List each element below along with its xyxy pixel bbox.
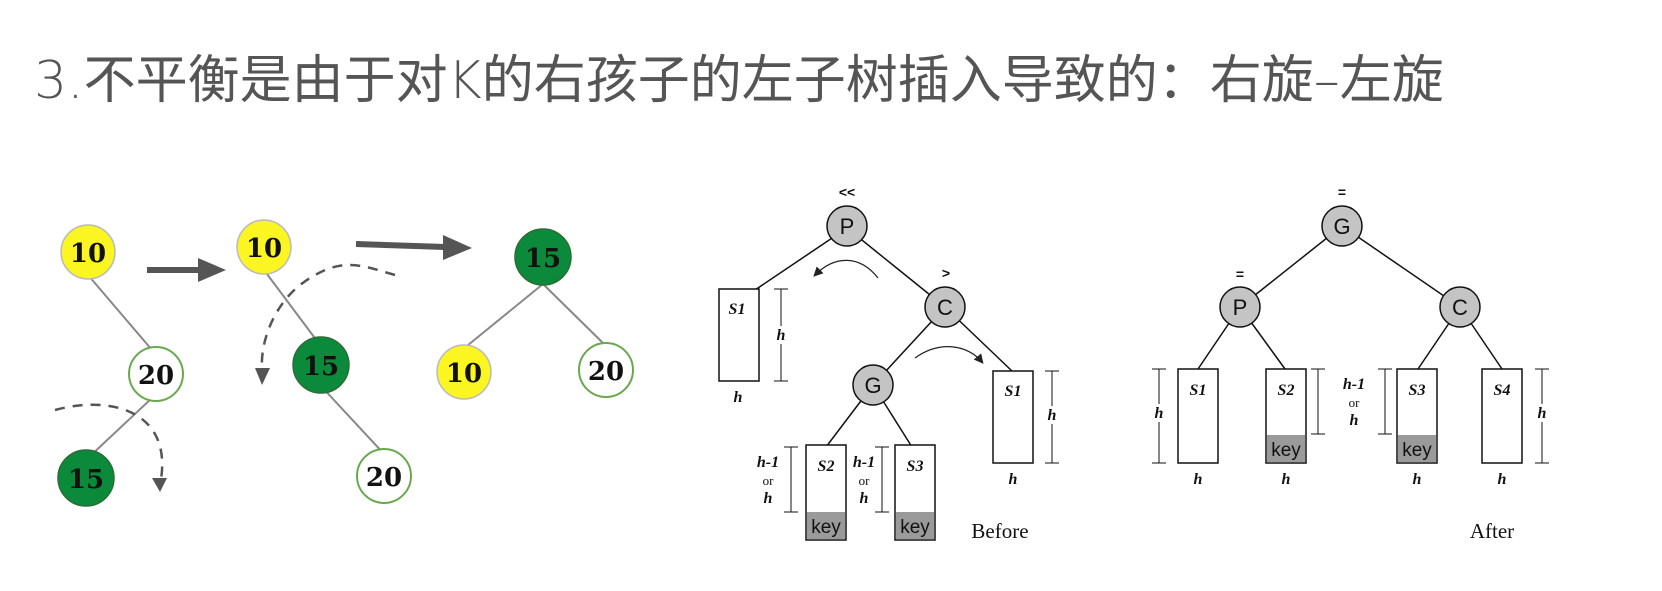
svg-text:20: 20 bbox=[366, 463, 402, 493]
node-p-after: P bbox=[1219, 286, 1261, 328]
balance-mark-g: = bbox=[1338, 184, 1346, 200]
rotate-arrow-dashed-1 bbox=[54, 403, 164, 486]
tree-node-step2-middle: 15 bbox=[292, 336, 350, 394]
node-c-before: C bbox=[924, 286, 966, 328]
svg-text:key: key bbox=[1271, 440, 1301, 461]
or-label: or bbox=[859, 473, 871, 488]
svg-text:S3: S3 bbox=[907, 458, 924, 475]
height-label: h-1 bbox=[853, 454, 875, 471]
height-label: h bbox=[1282, 471, 1291, 488]
transition-arrow-2 bbox=[355, 235, 472, 260]
svg-text:10: 10 bbox=[446, 359, 482, 389]
rotate-left-arrow bbox=[813, 259, 879, 279]
svg-text:P: P bbox=[1233, 295, 1248, 320]
svg-text:S2: S2 bbox=[1278, 382, 1295, 399]
node-g-after: G bbox=[1321, 205, 1363, 247]
svg-text:10: 10 bbox=[246, 234, 282, 264]
svg-text:key: key bbox=[900, 517, 930, 538]
arrowhead-1 bbox=[152, 478, 167, 492]
transition-arrow-1 bbox=[147, 258, 226, 282]
height-label: h bbox=[1048, 407, 1057, 424]
height-label: h-1 bbox=[757, 454, 779, 471]
svg-text:S1: S1 bbox=[1190, 382, 1207, 399]
height-label: h bbox=[1194, 471, 1203, 488]
tree-node-step1-top: 10 bbox=[60, 224, 116, 280]
height-label: h bbox=[734, 389, 743, 406]
node-p-before: P bbox=[826, 205, 868, 247]
height-label: h bbox=[1498, 471, 1507, 488]
subtree-s1-right: S1 bbox=[992, 370, 1034, 464]
svg-text:C: C bbox=[1452, 295, 1468, 320]
height-label: h bbox=[1413, 471, 1422, 488]
subtree-s3-after: S3 key bbox=[1396, 368, 1438, 464]
tree-node-step1-bottom: 15 bbox=[57, 449, 115, 507]
or-label: or bbox=[1349, 395, 1361, 410]
svg-text:P: P bbox=[840, 214, 855, 239]
height-label: h bbox=[860, 490, 869, 507]
after-caption: After bbox=[1470, 519, 1514, 543]
height-label: h bbox=[777, 327, 786, 344]
before-diagram: << > P C G S1 h h S1 bbox=[718, 184, 1061, 543]
svg-text:key: key bbox=[1402, 440, 1432, 461]
node-g-before: G bbox=[852, 364, 894, 406]
subtree-s2-after: S2 key bbox=[1265, 368, 1307, 464]
svg-text:15: 15 bbox=[525, 244, 561, 274]
svg-text:S1: S1 bbox=[1005, 383, 1022, 400]
height-label: h bbox=[1155, 405, 1164, 422]
height-label: h bbox=[764, 490, 773, 507]
or-label: or bbox=[763, 473, 775, 488]
rotate-right-arrow bbox=[914, 346, 984, 364]
svg-text:15: 15 bbox=[68, 465, 104, 495]
tree-node-step1-middle: 20 bbox=[128, 346, 184, 402]
svg-text:key: key bbox=[811, 517, 841, 538]
svg-text:G: G bbox=[1333, 214, 1350, 239]
rotate-arrow-dashed-2 bbox=[260, 263, 396, 371]
tree-node-step3-root: 15 bbox=[514, 228, 572, 286]
subtree-s2-before: S2 key bbox=[805, 444, 847, 541]
balance-mark-p: << bbox=[839, 184, 855, 200]
subtree-s1-left: S1 bbox=[718, 288, 760, 382]
svg-text:15: 15 bbox=[303, 352, 339, 382]
balance-mark-p: = bbox=[1236, 266, 1244, 282]
after-diagram: = = G P C S1 h h S2 key bbox=[1150, 184, 1551, 543]
svg-text:10: 10 bbox=[70, 239, 106, 269]
node-c-after: C bbox=[1439, 286, 1481, 328]
height-label: h bbox=[1538, 405, 1547, 422]
tree-node-step2-bottom: 20 bbox=[356, 448, 412, 504]
arrowhead-2 bbox=[255, 368, 270, 385]
before-caption: Before bbox=[971, 519, 1028, 543]
tree-node-step3-right: 20 bbox=[578, 342, 634, 398]
svg-text:C: C bbox=[937, 295, 953, 320]
svg-text:S4: S4 bbox=[1494, 382, 1511, 399]
svg-text:20: 20 bbox=[138, 361, 174, 391]
balance-mark-c: > bbox=[942, 265, 950, 281]
slide-title: 3.不平衡是由于对K的右孩子的左子树插入导致的：右旋–左旋 bbox=[34, 51, 1444, 111]
tree-node-step3-left: 10 bbox=[436, 344, 492, 400]
svg-text:S3: S3 bbox=[1409, 382, 1426, 399]
svg-text:20: 20 bbox=[588, 357, 624, 387]
svg-text:S2: S2 bbox=[818, 458, 835, 475]
height-label: h-1 bbox=[1343, 376, 1365, 393]
left-rotation-sequence: 10 20 15 10 15 20 bbox=[54, 219, 634, 507]
height-label: h bbox=[1350, 412, 1359, 429]
subtree-s4-after: S4 bbox=[1481, 368, 1523, 464]
svg-text:G: G bbox=[864, 373, 881, 398]
svg-text:S1: S1 bbox=[729, 301, 746, 318]
tree-node-step2-top: 10 bbox=[236, 219, 292, 275]
subtree-s1-after: S1 bbox=[1177, 368, 1219, 464]
height-label: h bbox=[1009, 471, 1018, 488]
subtree-s3-before: S3 key bbox=[894, 444, 936, 541]
